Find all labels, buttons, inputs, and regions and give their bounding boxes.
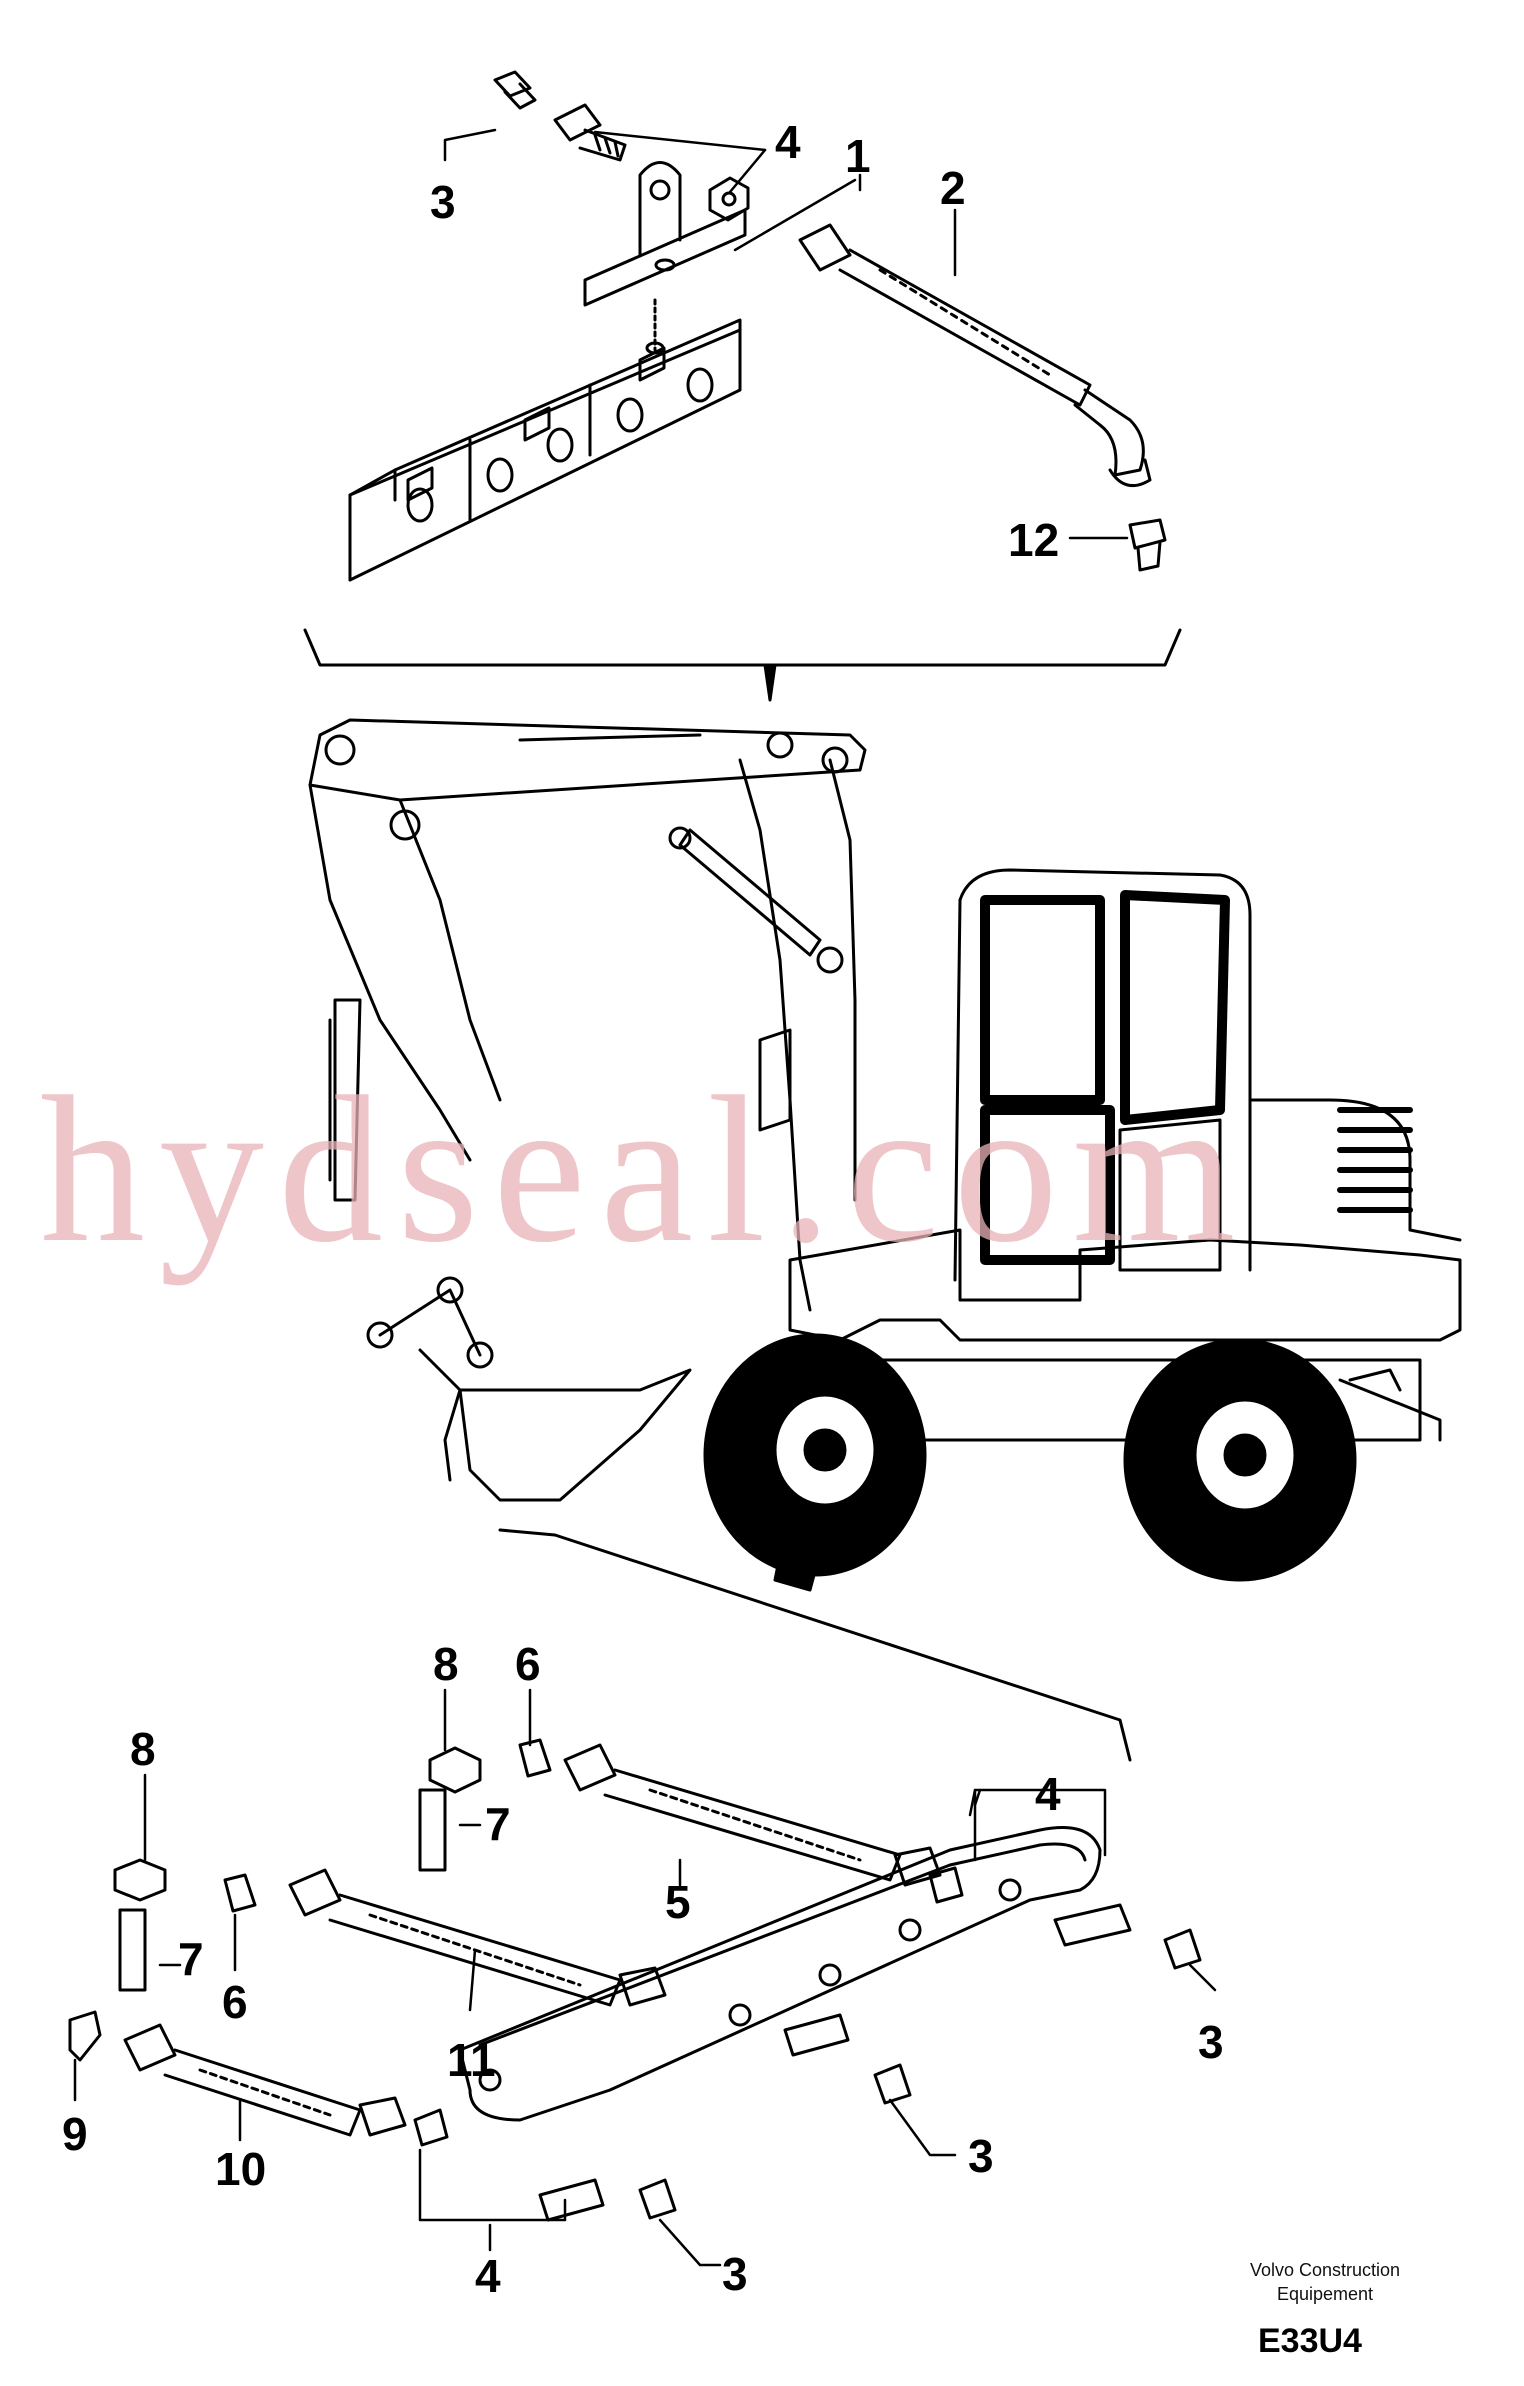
callout-7: 7: [178, 1933, 204, 1985]
nut: [708, 176, 750, 222]
callout-10: 10: [215, 2143, 266, 2195]
diagram-code: E33U4: [1258, 2322, 1362, 2360]
bolt: [553, 103, 627, 162]
callout-3: 3: [430, 176, 456, 228]
callout-1: 1: [845, 130, 871, 182]
grease-nipple-top: [493, 70, 537, 110]
bracket: [583, 161, 747, 352]
fitting-12: [1128, 518, 1167, 572]
manufacturer-line-2: Equipement: [1276, 2284, 1374, 2304]
manufacturer-line-1: Volvo Construction: [1249, 2260, 1401, 2280]
callout-8: 8: [130, 1723, 156, 1775]
callout-7: 7: [485, 1798, 511, 1850]
bolts-bottom: [538, 1903, 1132, 2222]
callout-8: 8: [433, 1638, 459, 1690]
wheel-front: [703, 1333, 927, 1577]
hose-top: [798, 223, 1152, 488]
callout-3: 3: [968, 2130, 994, 2182]
callout-4: 4: [1035, 1768, 1061, 1820]
callout-4: 4: [475, 2250, 501, 2302]
callout-2: 2: [940, 162, 966, 214]
group-bracket-bottom: [498, 1528, 1132, 1762]
callout-9: 9: [62, 2108, 88, 2160]
hose-10: [123, 2023, 407, 2137]
leaders-bottom: [73, 1688, 1217, 2267]
callout-6: 6: [222, 1976, 248, 2028]
leaders-top: [443, 128, 1129, 540]
wheel-rear: [1123, 1338, 1357, 1582]
callout-5: 5: [665, 1876, 691, 1928]
callout-4: 4: [775, 116, 801, 168]
clamp-block-assembly: [348, 318, 742, 582]
callout-11: 11: [447, 2034, 496, 2086]
hose-11: [288, 1868, 667, 2007]
group-pointer-top: [763, 663, 777, 702]
small-fittings: [68, 1738, 1202, 2220]
callout-labels: 1 2 3 4 12 8 6 7 5 4 8 7 6 11 3 3 9 10 4…: [62, 116, 1224, 2302]
callout-3: 3: [722, 2248, 748, 2300]
hose-5: [563, 1743, 942, 1887]
mounting-plate: [458, 1826, 1102, 2122]
group-pointer-bottom: [773, 1503, 832, 1592]
callout-6: 6: [515, 1638, 541, 1690]
callout-3: 3: [1198, 2016, 1224, 2068]
manufacturer-caption: Volvo Construction Equipement: [1230, 2258, 1420, 2306]
callout-12: 12: [1008, 514, 1059, 566]
group-bracket-top: [303, 628, 1182, 667]
